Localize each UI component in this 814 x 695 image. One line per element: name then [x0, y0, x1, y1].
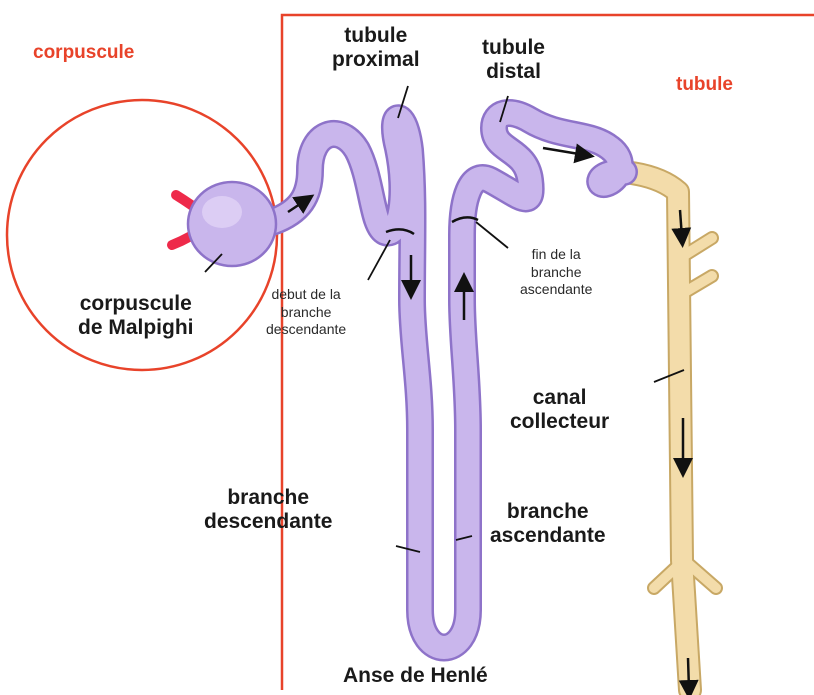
leader-start-descending [368, 240, 390, 280]
collecting-duct [624, 172, 716, 690]
region-label-corpuscle: corpuscule [33, 42, 134, 63]
nephron-tubule [188, 113, 624, 647]
label-ascending-limb: branche ascendante [490, 500, 606, 547]
glomerulus-highlight [202, 196, 242, 228]
flow-arrow-outlet [688, 658, 689, 690]
label-descending-limb: branche descendante [204, 486, 332, 533]
flow-arrows [288, 148, 689, 690]
label-collecting-duct: canal collecteur [510, 386, 609, 433]
label-end-ascending: fin de la branche ascendante [520, 246, 592, 299]
region-label-tubule: tubule [676, 74, 733, 95]
label-corpuscle-malpighi: corpuscule de Malpighi [78, 292, 194, 339]
label-proximal-tubule: tubule proximal [332, 24, 420, 71]
label-loop-of-henle: Anse de Henlé [343, 664, 488, 688]
label-start-descending: debut de la branche descendante [266, 286, 346, 339]
leader-end-ascending [476, 222, 508, 248]
label-distal-tubule: tubule distal [482, 36, 545, 83]
